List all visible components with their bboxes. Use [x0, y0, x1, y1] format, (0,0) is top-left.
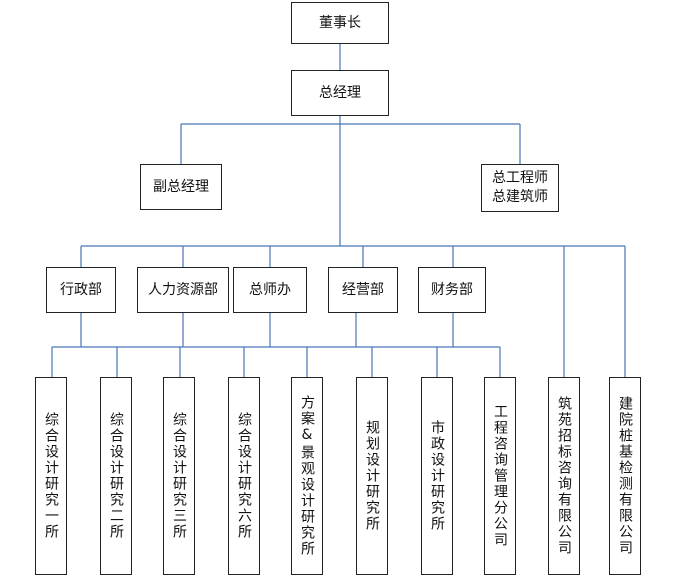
institute-6-label: 综合设计研究六所	[236, 412, 252, 540]
chairman-label: 董事长	[319, 14, 361, 31]
institute-1-label: 综合设计研究一所	[43, 412, 59, 540]
institute-landscape-label: 方案&景观设计研究所	[299, 395, 315, 557]
institute-6-box: 综合设计研究六所	[228, 377, 260, 575]
deputy-gm-box: 副总经理	[140, 164, 222, 210]
institute-2-box: 综合设计研究二所	[100, 377, 132, 575]
company-bidding-label: 筑苑招标咨询有限公司	[556, 396, 572, 556]
dept-finance-box: 财务部	[418, 267, 486, 313]
chairman-box: 董事长	[291, 2, 389, 44]
dept-hr-label: 人力资源部	[148, 281, 218, 298]
institute-3-box: 综合设计研究三所	[163, 377, 195, 575]
gm-label: 总经理	[319, 84, 361, 101]
dept-chief-office-box: 总师办	[233, 267, 307, 313]
company-pile-testing-box: 建院桩基检测有限公司	[609, 377, 641, 575]
institute-landscape-box: 方案&景观设计研究所	[291, 377, 323, 575]
dept-admin-label: 行政部	[60, 281, 102, 298]
dept-chief-office-label: 总师办	[249, 281, 291, 298]
dept-finance-label: 财务部	[431, 281, 473, 298]
dept-business-box: 经营部	[328, 267, 398, 313]
deputy-gm-label: 副总经理	[153, 178, 209, 195]
chief-engineer-label: 总工程师 总建筑师	[492, 170, 548, 205]
company-bidding-box: 筑苑招标咨询有限公司	[548, 377, 580, 575]
company-pile-testing-label: 建院桩基检测有限公司	[617, 396, 633, 556]
institute-planning-box: 规划设计研究所	[356, 377, 388, 575]
institute-planning-label: 规划设计研究所	[364, 420, 380, 532]
chief-engineer-box: 总工程师 总建筑师	[481, 164, 559, 212]
institute-consulting-box: 工程咨询管理分公司	[484, 377, 516, 575]
gm-box: 总经理	[291, 70, 389, 116]
dept-admin-box: 行政部	[46, 267, 116, 313]
institute-consulting-label: 工程咨询管理分公司	[492, 404, 508, 548]
institute-1-box: 综合设计研究一所	[35, 377, 67, 575]
dept-hr-box: 人力资源部	[137, 267, 229, 313]
institute-2-label: 综合设计研究二所	[108, 412, 124, 540]
dept-business-label: 经营部	[342, 281, 384, 298]
institute-municipal-label: 市政设计研究所	[429, 420, 445, 532]
institute-3-label: 综合设计研究三所	[171, 412, 187, 540]
institute-municipal-box: 市政设计研究所	[421, 377, 453, 575]
